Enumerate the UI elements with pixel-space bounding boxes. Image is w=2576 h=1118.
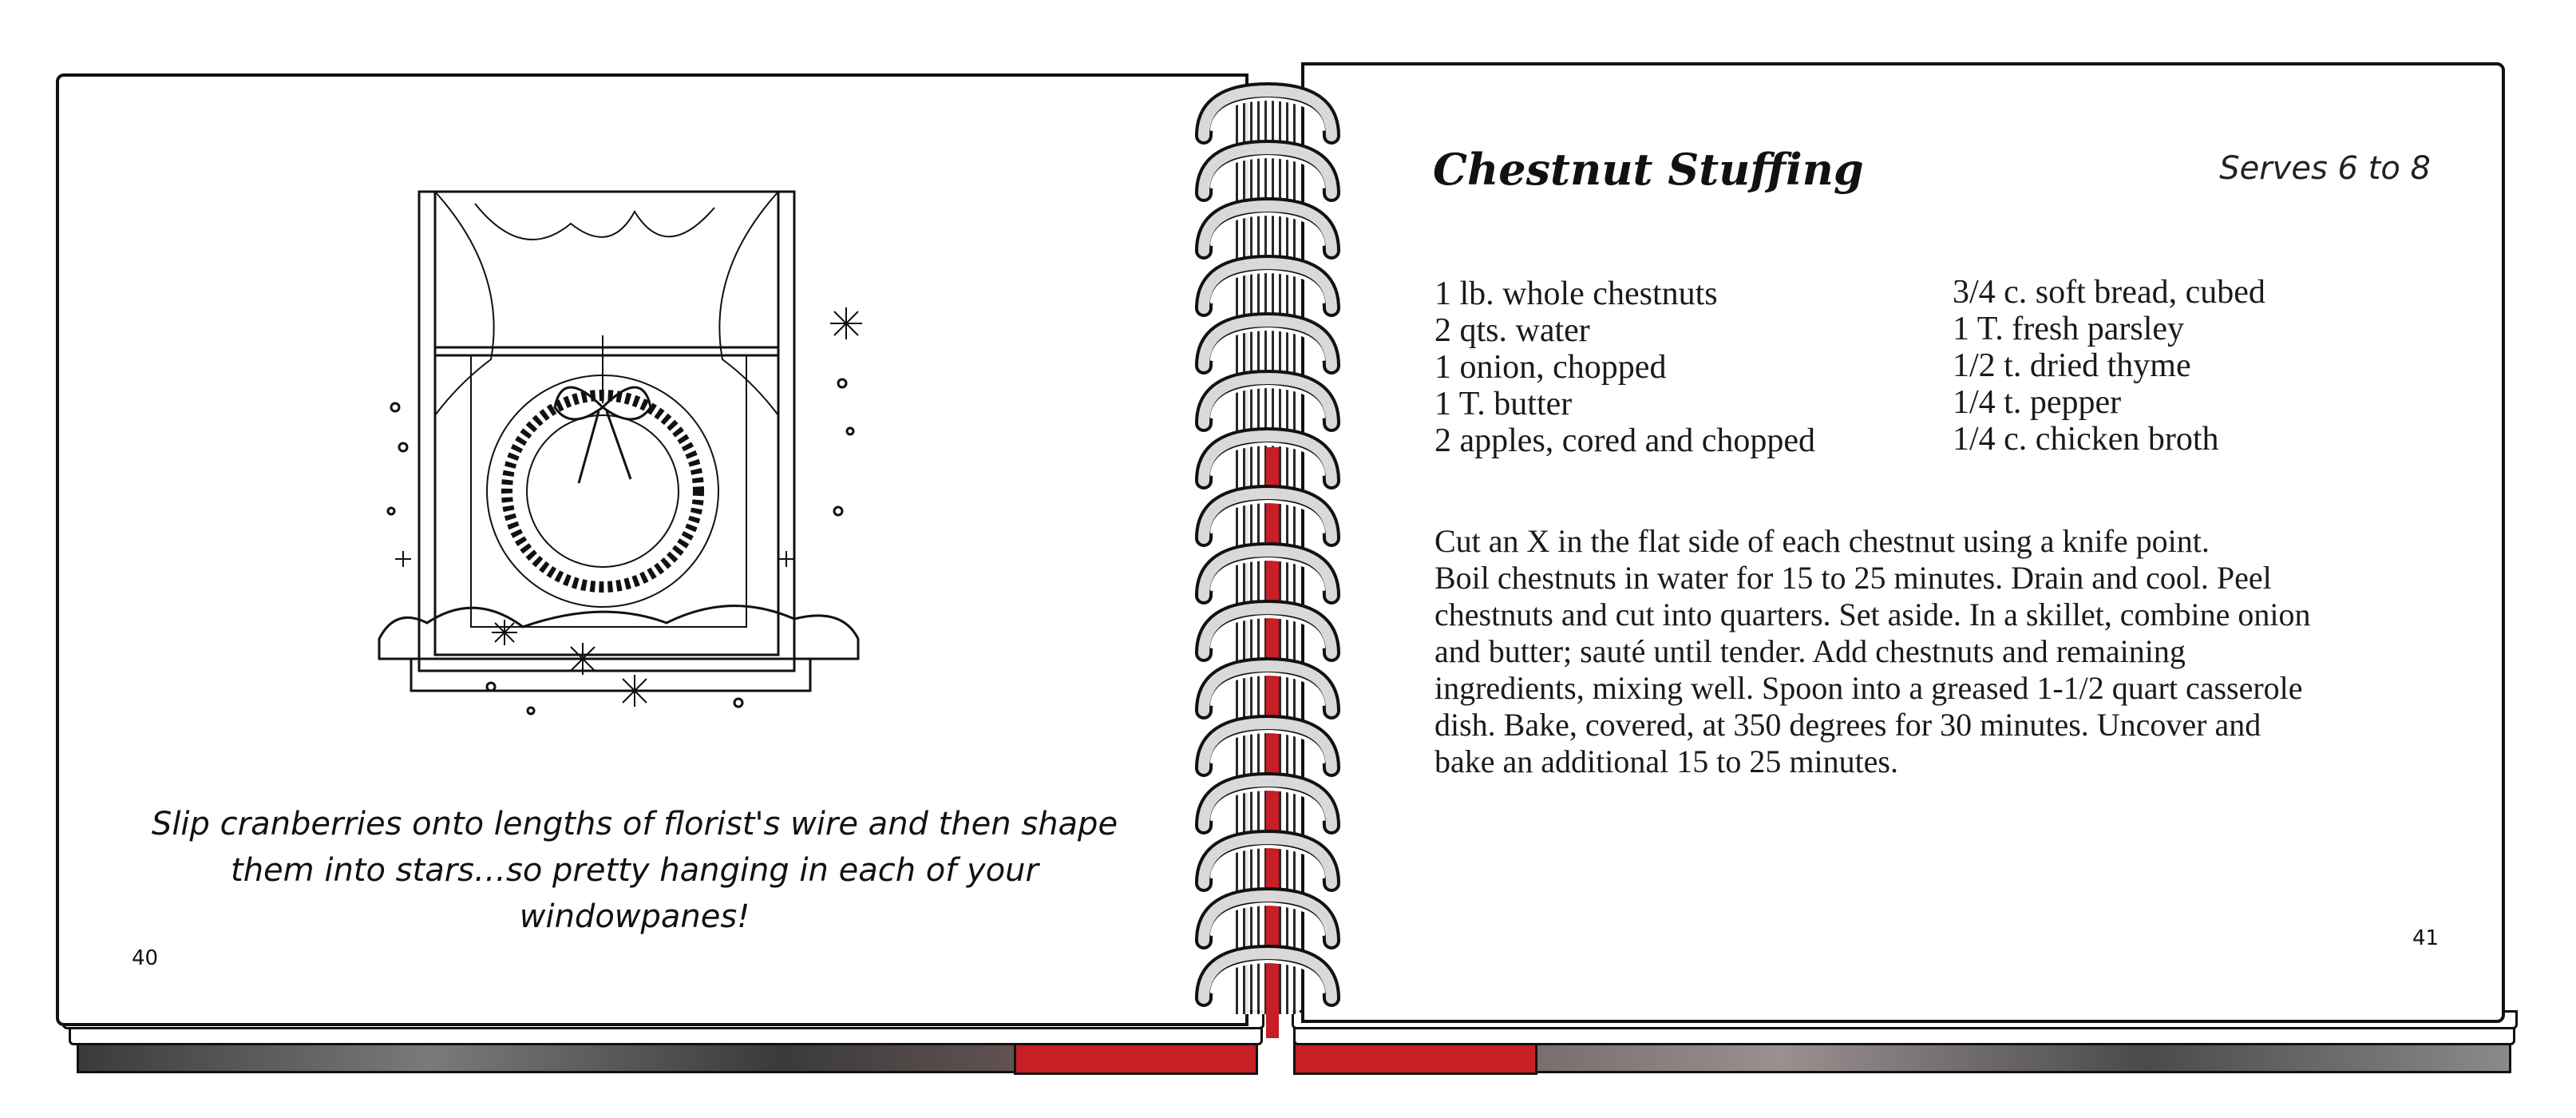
binding-coil-icon [1195, 369, 1340, 432]
binding-coil-icon [1195, 886, 1340, 950]
binding-coil-icon [1195, 599, 1340, 662]
ingredient: 2 qts. water [1434, 312, 1590, 349]
binding-coil-icon [1195, 81, 1340, 145]
binding-coil-icon [1195, 196, 1340, 260]
ingredients-column-left: 1 lb. whole chestnuts 2 qts. water 1 oni… [1434, 276, 1815, 459]
direction-line: dish. Bake, covered, at 350 degrees for … [1434, 707, 2261, 743]
craft-tip: Slip cranberries onto lengths of florist… [151, 806, 1118, 935]
binding-coil-icon [1195, 426, 1340, 490]
direction-line: bake an additional 15 to 25 minutes. [1434, 743, 1898, 779]
direction-line: Cut an X in the flat side of each chestn… [1434, 523, 2210, 559]
binding-coil-icon [1195, 656, 1340, 720]
binding-coil-icon [1195, 484, 1340, 547]
ingredient: 1 onion, chopped [1434, 349, 1667, 386]
recipe-title: Chestnut Stuffing [1433, 144, 1864, 195]
ingredient: 3/4 c. soft bread, cubed [1953, 274, 2265, 311]
ingredients-column-right: 3/4 c. soft bread, cubed 1 T. fresh pars… [1953, 274, 2265, 458]
page-number-right: 41 [2412, 926, 2439, 950]
binding-coil-icon [1195, 944, 1340, 1007]
window-wreath-illustration [378, 190, 862, 716]
recipe-directions: Cut an X in the flat side of each chestn… [1434, 523, 2440, 780]
ingredient: 1 lb. whole chestnuts [1434, 276, 1718, 312]
ingredient: 1 T. fresh parsley [1953, 311, 2185, 347]
binding-coil-icon [1195, 829, 1340, 892]
left-page [56, 73, 1248, 1026]
ingredient: 1 T. butter [1434, 386, 1573, 422]
direction-line: Boil chestnuts in water for 15 to 25 min… [1434, 560, 2272, 596]
direction-line: ingredients, mixing well. Spoon into a g… [1434, 670, 2303, 706]
direction-line: chestnuts and cut into quarters. Set asi… [1434, 597, 2311, 632]
binding-coil-icon [1195, 139, 1340, 202]
binding-coil-icon [1195, 254, 1340, 317]
binding-coil-icon [1195, 311, 1340, 375]
binding-coil-icon [1195, 771, 1340, 835]
servings: Serves 6 to 8 [2219, 150, 2431, 187]
binding-coil-icon [1195, 714, 1340, 777]
ingredient: 1/2 t. dried thyme [1953, 347, 2191, 384]
ingredient: 1/4 c. chicken broth [1953, 421, 2219, 458]
ingredient: 2 apples, cored and chopped [1434, 422, 1815, 459]
ingredient: 1/4 t. pepper [1953, 384, 2122, 421]
direction-line: and butter; sauté until tender. Add ches… [1434, 633, 2186, 669]
right-page [1301, 62, 2505, 1023]
binding-coil-icon [1195, 541, 1340, 605]
page-number-left: 40 [132, 946, 159, 970]
